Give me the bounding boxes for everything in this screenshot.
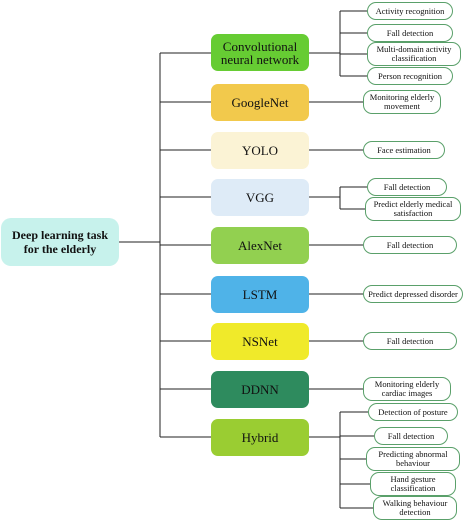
root-node: Deep learning task for the elderly (1, 218, 119, 266)
task-leaf: Fall detection (363, 332, 457, 350)
method-node-nsnet: NSNet (211, 323, 309, 360)
method-node-alexnet: AlexNet (211, 227, 309, 264)
task-leaf: Fall detection (367, 24, 453, 42)
task-leaf: Detection of posture (368, 403, 458, 421)
method-node-googlenet: GoogleNet (211, 84, 309, 121)
method-node-hybrid: Hybrid (211, 419, 309, 456)
task-leaf: Monitoring elderly movement (363, 90, 441, 114)
task-leaf: Walking behaviour detection (373, 496, 457, 520)
method-node-ddnn: DDNN (211, 371, 309, 408)
task-leaf: Fall detection (374, 427, 448, 445)
task-leaf: Fall detection (367, 178, 447, 196)
task-leaf: Multi-domain activity classification (367, 42, 461, 66)
task-leaf: Activity recognition (367, 2, 453, 20)
task-leaf: Hand gesture classification (370, 472, 456, 496)
task-leaf: Predict elderly medical satisfaction (365, 197, 461, 221)
task-leaf: Face estimation (363, 141, 445, 159)
task-leaf: Fall detection (363, 236, 457, 254)
task-leaf: Predicting abnormal behaviour (366, 447, 460, 471)
method-node-lstm: LSTM (211, 276, 309, 313)
method-node-vgg: VGG (211, 179, 309, 216)
task-leaf: Monitoring elderly cardiac images (363, 377, 451, 401)
method-node-yolo: YOLO (211, 132, 309, 169)
method-node-cnn: Convolutional neural network (211, 34, 309, 71)
task-leaf: Person recognition (367, 67, 453, 85)
task-leaf: Predict depressed disorder (363, 285, 463, 303)
